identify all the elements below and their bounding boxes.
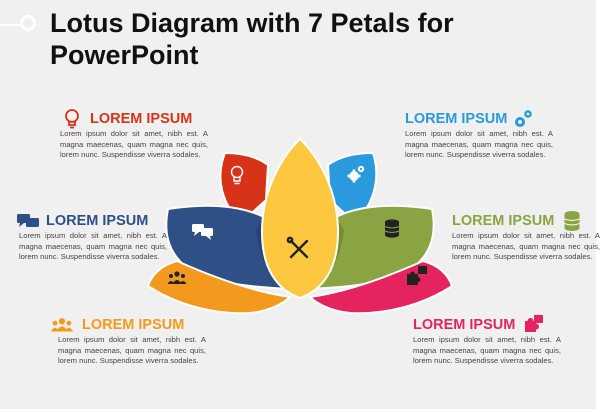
lightbulb-icon: [230, 165, 244, 185]
block-body: Lorem ipsum dolor sit amet, nibh est. A …: [405, 129, 553, 160]
block-heading: LOREM IPSUM: [46, 213, 149, 229]
block-heading: LOREM IPSUM: [413, 317, 516, 333]
slide-title: Lotus Diagram with 7 Petals for PowerPoi…: [50, 8, 454, 70]
title-accent-line: [0, 24, 28, 26]
block-body: Lorem ipsum dolor sit amet, nibh est. A …: [60, 129, 208, 160]
block-body: Lorem ipsum dolor sit amet, nibh est. A …: [19, 231, 167, 262]
block-heading: LOREM IPSUM: [90, 111, 193, 127]
block-top-right-header: LOREM IPSUM: [405, 107, 535, 131]
petal-center: [260, 137, 340, 300]
chat-bubbles-icon: [16, 209, 40, 233]
title-accent-dot: [20, 15, 36, 31]
block-middle-left-header: LOREM IPSUM: [16, 209, 148, 233]
petal-orange: [146, 259, 293, 315]
block-heading: LOREM IPSUM: [82, 317, 185, 333]
block-middle-right-header: LOREM IPSUM: [452, 209, 584, 233]
block-top-left-header: LOREM IPSUM: [60, 107, 192, 131]
block-body: Lorem ipsum dolor sit amet, nibh est. A …: [452, 231, 600, 262]
block-bottom-right-header: LOREM IPSUM: [413, 313, 545, 337]
block-bottom-left-header: LOREM IPSUM: [50, 313, 184, 337]
lightbulb-icon: [60, 107, 84, 131]
block-heading: LOREM IPSUM: [452, 213, 555, 229]
database-icon: [384, 219, 400, 238]
gears-icon: [511, 107, 535, 131]
puzzle-icon: [407, 266, 427, 285]
block-heading: LOREM IPSUM: [405, 111, 508, 127]
tools-icon: [286, 236, 309, 259]
block-body: Lorem ipsum dolor sit amet, nibh est. A …: [413, 335, 561, 366]
people-group-icon: [167, 271, 187, 284]
people-group-icon: [50, 313, 74, 337]
chat-bubbles-icon: [192, 224, 213, 240]
gears-icon: [347, 165, 365, 183]
block-body: Lorem ipsum dolor sit amet, nibh est. A …: [58, 335, 206, 366]
database-icon: [560, 209, 584, 233]
puzzle-icon: [521, 313, 545, 337]
